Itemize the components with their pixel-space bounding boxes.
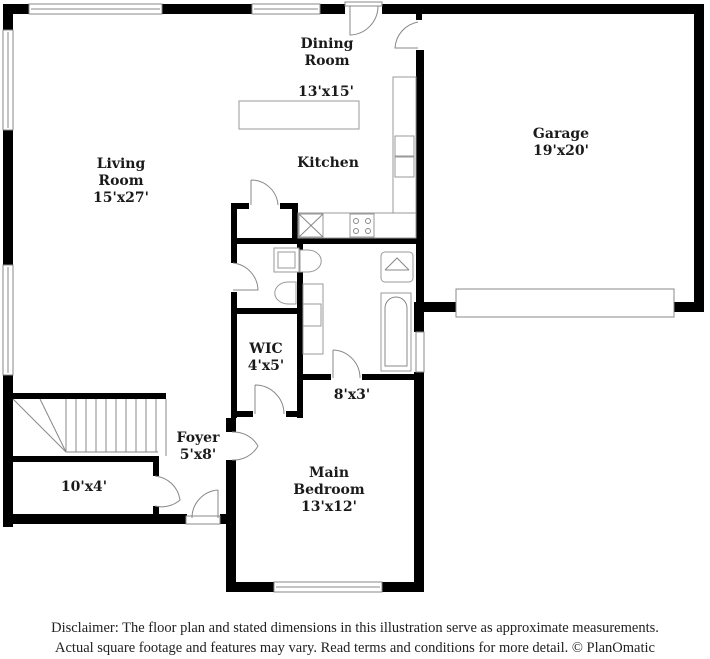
garage-name: Garage: [532, 126, 590, 142]
half-bath-toilet: [299, 249, 322, 273]
storage-label: 10'x4': [61, 479, 107, 496]
kitchen-island: [238, 100, 360, 130]
disclaimer-line-1: Disclaimer: The floor plan and stated di…: [51, 620, 659, 636]
wic-dims: 4'x5': [247, 358, 285, 374]
foyer-dims: 5'x8': [179, 447, 217, 463]
living-room-name-1: Living: [96, 156, 146, 172]
shower: [380, 251, 414, 283]
disclaimer-line-2: Actual square footage and features may v…: [55, 640, 655, 656]
living-room-label: Living Room 15'x27': [93, 156, 149, 207]
dining-room-dims-text: 13'x15': [298, 84, 354, 100]
dining-room-label: Dining Room: [301, 36, 354, 70]
main-bedroom-name-1: Main: [308, 465, 350, 481]
bath-fixtures: [273, 247, 414, 372]
storage-dims: 10'x4': [60, 479, 108, 495]
main-bedroom-name-2: Bedroom: [293, 482, 365, 498]
garage-label: Garage 19'x20': [533, 126, 589, 160]
bathtub: [380, 292, 412, 372]
sink-basin-1: [394, 135, 415, 157]
toilet-2: [274, 281, 297, 305]
foyer-name: Foyer: [176, 430, 220, 446]
kitchen-fixtures: [238, 76, 417, 239]
kitchen-label: Kitchen: [297, 155, 359, 172]
windows: [2, 3, 675, 593]
wic-name: WIC: [249, 341, 283, 357]
doors: [154, 1, 419, 525]
dining-room-dims: 13'x15': [298, 84, 354, 101]
living-room-dims: 15'x27': [93, 190, 149, 206]
living-room-name-2: Room: [98, 173, 144, 189]
disclaimer: Disclaimer: The floor plan and stated di…: [0, 618, 710, 658]
garage-dims: 19'x20': [533, 143, 589, 159]
stairs: [12, 398, 167, 456]
foyer-label: Foyer 5'x8': [177, 430, 220, 464]
stove: [349, 213, 375, 238]
floor-plan: [2, 1, 704, 593]
wic-label: WIC 4'x5': [248, 341, 284, 375]
bath-label: 8'x3': [334, 387, 370, 404]
main-bedroom-label: Main Bedroom 13'x12': [293, 465, 364, 516]
main-bedroom-dims: 13'x12': [301, 499, 357, 515]
sink-basin-2: [394, 156, 415, 178]
exterior-walls: [3, 4, 704, 592]
kitchen-name: Kitchen: [297, 155, 359, 171]
dining-room-name-1: Dining: [300, 36, 354, 52]
dining-room-name-2: Room: [304, 53, 350, 69]
bath-dims: 8'x3': [333, 387, 371, 403]
interior-walls: [13, 203, 422, 520]
